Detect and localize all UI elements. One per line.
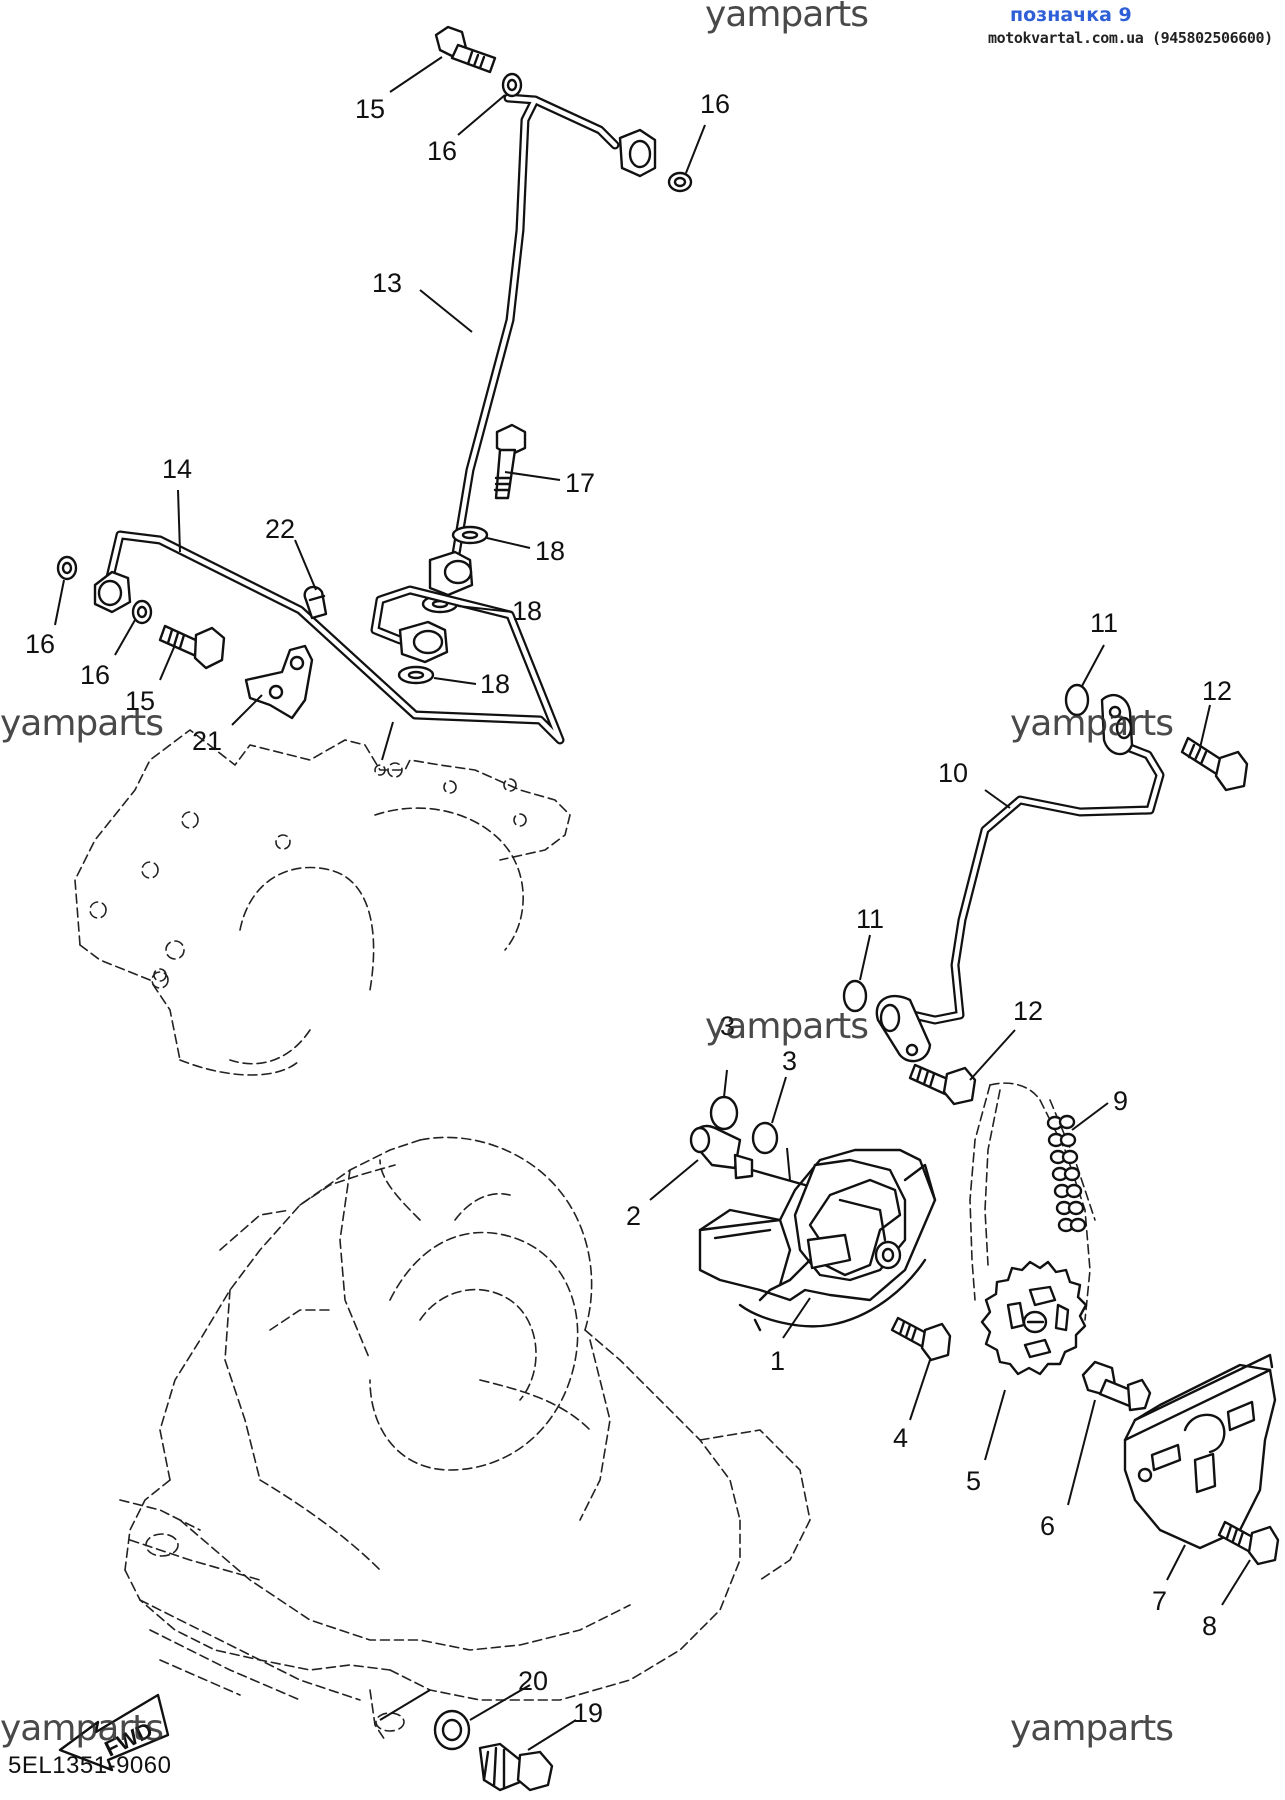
union-bolt-17: [493, 423, 527, 500]
engine-outline: [74, 729, 811, 1741]
banjo-middle: [398, 620, 449, 664]
union-bolt-15-top: [434, 25, 497, 74]
callout-16-left-a: 16: [25, 629, 55, 659]
gasket-16-top: [501, 72, 523, 98]
chain-9: [969, 1082, 1096, 1321]
callout-2: 2: [626, 1201, 641, 1231]
callout-12-top: 12: [1202, 676, 1232, 706]
callout-21: 21: [192, 726, 222, 756]
callout-16-top: 16: [427, 136, 457, 166]
callout-10: 10: [938, 758, 968, 788]
callout-20: 20: [518, 1666, 548, 1696]
bolt-12-bottom: [908, 1063, 977, 1106]
oil-delivery-pipe-13: [428, 93, 657, 597]
oil-delivery-pipe-10: [875, 693, 1165, 1063]
flange-bottom: [875, 994, 932, 1063]
callout-16-left-b: 16: [80, 660, 110, 690]
gasket-18-a: [451, 525, 489, 545]
callout-15-left: 15: [125, 686, 155, 716]
callout-14: 14: [162, 454, 192, 484]
dowel-pin-2: [689, 1124, 807, 1187]
bolt-12-top: [1180, 736, 1249, 792]
callout-17: 17: [565, 468, 595, 498]
callout-18-b: 18: [512, 596, 542, 626]
callout-7: 7: [1152, 1586, 1167, 1616]
banjo-left: [93, 570, 132, 614]
gasket-16-left-a: [56, 555, 78, 581]
callout-5: 5: [966, 1466, 981, 1496]
leader-lines: [54, 56, 1251, 1751]
union-bolt-15-left: [158, 624, 226, 670]
o-ring-11-top: [1064, 683, 1090, 717]
callout-12-bottom: 12: [1013, 996, 1043, 1026]
sprocket-5: [980, 1260, 1088, 1376]
banjo-bottom: [428, 550, 474, 597]
bracket-21: [244, 644, 314, 720]
diagram-code: 5EL1351-9060: [8, 1752, 172, 1779]
callout-3-b: 3: [782, 1046, 797, 1076]
header-title: позначка 9: [1010, 4, 1132, 26]
header-subtitle: motokvartal.com.ua (945802506600): [988, 29, 1273, 47]
bolt-8: [1217, 1520, 1280, 1566]
callout-3-a: 3: [720, 1011, 735, 1041]
callout-numbers: 15 16 16 13 14 22 17 18 18 18 16 16 15 2…: [25, 89, 1232, 1728]
watermark-center: yamparts: [705, 1006, 868, 1047]
drain-gasket-20: [433, 1709, 471, 1751]
watermarks: yamparts yamparts yamparts yamparts yamp…: [0, 0, 1174, 1749]
callout-22: 22: [265, 514, 295, 544]
callout-19: 19: [573, 1698, 603, 1728]
callout-11-top: 11: [1090, 608, 1118, 638]
gasket-16-right: [667, 171, 693, 193]
oil-pump-1: [698, 1148, 937, 1332]
watermark-right: yamparts: [1010, 703, 1173, 744]
o-ring-3-a: [709, 1095, 739, 1131]
callout-15-top: 15: [355, 94, 385, 124]
callout-11-bottom: 11: [856, 904, 884, 934]
o-ring-3-b: [751, 1121, 779, 1155]
callout-6: 6: [1040, 1511, 1055, 1541]
gasket-18-c: [397, 665, 435, 685]
watermark-left: yamparts: [0, 703, 163, 744]
watermark-bottom-right: yamparts: [1010, 1708, 1173, 1749]
cover-7: [1123, 1353, 1277, 1550]
callout-16-right: 16: [700, 89, 730, 119]
callout-1: 1: [770, 1346, 785, 1376]
o-ring-11-bottom: [842, 979, 868, 1013]
callout-9: 9: [1113, 1086, 1128, 1116]
callout-4: 4: [893, 1423, 908, 1453]
callout-8: 8: [1202, 1611, 1217, 1641]
watermark-bottom-left: yamparts: [0, 1708, 163, 1749]
watermark-top: yamparts: [705, 0, 868, 35]
drain-bolt-19: [478, 1742, 554, 1792]
oil-delivery-pipe-14: [93, 530, 565, 745]
callout-13: 13: [372, 268, 402, 298]
banjo-top-right: [618, 128, 657, 178]
callout-18-c: 18: [480, 669, 510, 699]
bolt-6: [1081, 1360, 1152, 1412]
callout-18-a: 18: [535, 536, 565, 566]
gasket-16-left-b: [131, 599, 153, 625]
bolt-4: [890, 1316, 952, 1362]
flange-top: [1100, 693, 1134, 756]
